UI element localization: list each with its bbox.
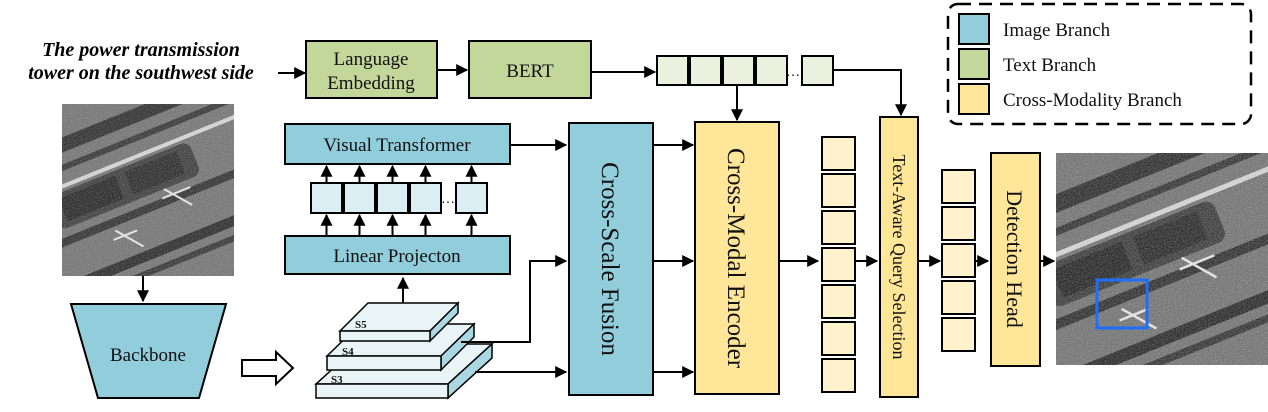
backbone-block: Backbone xyxy=(69,303,228,399)
legend-item: Text Branch xyxy=(958,48,1097,80)
query-selection-label: Text-Aware Query Selection xyxy=(889,154,909,359)
legend-swatch xyxy=(958,13,990,45)
cross-modal-encoder-label: Cross-Modal Encoder xyxy=(722,148,749,369)
legend-label: Image Branch xyxy=(1003,20,1111,41)
token xyxy=(821,210,856,245)
token xyxy=(821,173,856,208)
cross-scale-fusion-block: Cross-Scale Fusion xyxy=(568,122,654,396)
hollow-arrow-icon xyxy=(241,349,295,387)
linear-projection-label: Linear Projecton xyxy=(333,246,461,267)
patch-token xyxy=(376,182,409,214)
token xyxy=(941,206,976,241)
token xyxy=(821,136,856,171)
query-selection-block: Text-Aware Query Selection xyxy=(879,116,919,398)
legend-item: Cross-Modality Branch xyxy=(958,83,1182,115)
language-embedding-block: Language Embedding xyxy=(305,40,438,99)
legend-item: Image Branch xyxy=(958,13,1111,45)
text-token xyxy=(689,55,722,86)
visual-transformer-block: Visual Transformer xyxy=(284,123,511,165)
feature-level-s5: S5 xyxy=(338,301,460,343)
s3-label: S3 xyxy=(331,374,343,386)
token xyxy=(941,280,976,315)
patch-token xyxy=(455,182,488,214)
backbone-label: Backbone xyxy=(110,345,186,366)
legend-label: Cross-Modality Branch xyxy=(1003,90,1182,111)
patch-token xyxy=(409,182,442,214)
legend-label: Text Branch xyxy=(1003,55,1097,76)
text-token xyxy=(755,55,788,86)
s5-label: S5 xyxy=(355,319,367,331)
text-token xyxy=(656,55,689,86)
input-image xyxy=(0,56,323,319)
detection-head-label: Detection Head xyxy=(1002,190,1027,327)
token xyxy=(941,243,976,278)
detection-head-block: Detection Head xyxy=(990,152,1041,367)
language-embedding-label-2: Embedding xyxy=(327,73,415,94)
token xyxy=(821,321,856,356)
encoder-token-sequence xyxy=(821,136,856,393)
bert-label: BERT xyxy=(506,61,554,82)
s4-label: S4 xyxy=(342,346,354,358)
language-embedding-label-1: Language xyxy=(334,49,409,70)
ellipsis: … xyxy=(786,65,800,80)
query-text-line2: tower on the southwest side xyxy=(28,62,254,84)
patch-token xyxy=(310,182,343,214)
query-token-sequence xyxy=(941,169,976,352)
visual-transformer-label: Visual Transformer xyxy=(323,135,471,156)
patch-token-sequence: … xyxy=(310,164,488,236)
cross-modal-encoder-block: Cross-Modal Encoder xyxy=(694,121,780,395)
token xyxy=(941,317,976,352)
text-token xyxy=(722,55,755,86)
cross-scale-fusion-label: Cross-Scale Fusion xyxy=(596,162,623,356)
arrow-tokens-to-query-selection xyxy=(834,69,907,117)
text-token xyxy=(801,55,834,86)
token xyxy=(821,284,856,319)
token xyxy=(821,358,856,393)
linear-projection-block: Linear Projecton xyxy=(284,235,511,275)
text-token-sequence: … xyxy=(656,55,834,86)
output-image xyxy=(957,94,1268,412)
arrow-s4-to-fusion xyxy=(461,255,568,343)
bert-block: BERT xyxy=(468,40,592,99)
patch-token xyxy=(343,182,376,214)
legend-swatch xyxy=(958,48,990,80)
token xyxy=(941,169,976,204)
query-text-line1: The power transmission xyxy=(42,39,240,61)
feature-pyramid: S3 S4 S5 xyxy=(314,301,494,400)
token xyxy=(821,247,856,282)
ellipsis: … xyxy=(441,192,455,207)
legend-swatch xyxy=(958,83,990,115)
detection-bounding-box xyxy=(1095,278,1149,330)
